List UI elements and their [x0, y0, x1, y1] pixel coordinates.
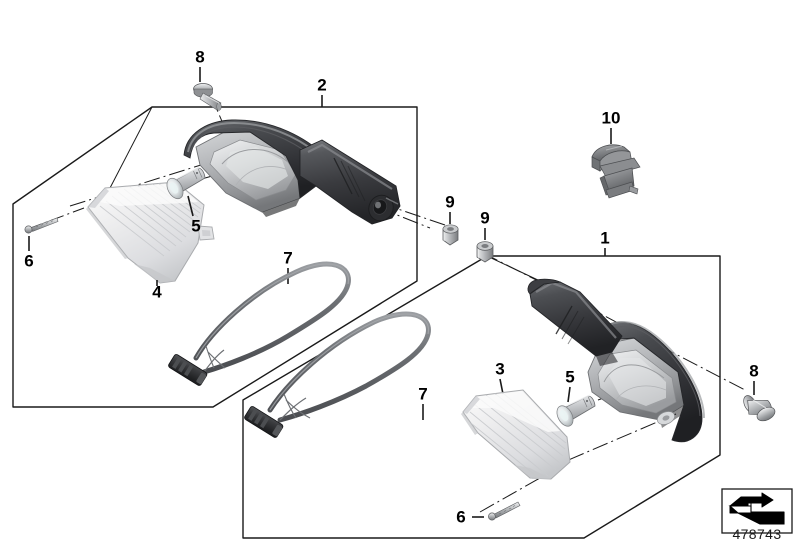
- callout-4: 4: [152, 282, 162, 302]
- part-turn-indicator-2: [183, 119, 401, 225]
- part-wiring-harness-7-right: [244, 311, 431, 438]
- callout-7-right: 7: [418, 384, 428, 404]
- part-bulb-5-left: [166, 166, 206, 217]
- 3d-perspective-arrow-icon: [721, 488, 793, 534]
- part-screw-6-right: [472, 501, 521, 521]
- part-nut-9-right: [476, 228, 494, 263]
- callout-1: 1: [600, 228, 610, 248]
- callout-5-right: 5: [565, 367, 575, 387]
- part-bulb-5-right: [556, 386, 596, 427]
- part-nut-9-left: [442, 212, 459, 246]
- part-screw-8-left: [193, 67, 222, 111]
- callout-8-left: 8: [195, 47, 205, 67]
- callout-9-right: 9: [480, 208, 490, 228]
- part-screw-6-left: [24, 217, 59, 251]
- part-retaining-clip-10: [591, 128, 641, 199]
- part-lens-3: [461, 378, 571, 480]
- leader-corner-right: [486, 255, 541, 282]
- callout-6-left: 6: [24, 251, 34, 271]
- callout-5-left: 5: [191, 216, 201, 236]
- callout-7-left: 7: [283, 248, 293, 268]
- callout-10: 10: [601, 108, 621, 128]
- part-screw-8-right: [743, 381, 776, 422]
- part-wiring-harness-7-left: [168, 261, 351, 386]
- callout-8-right: 8: [749, 361, 759, 381]
- part-lens-4: [86, 181, 215, 286]
- callout-9-left: 9: [445, 192, 455, 212]
- part-turn-indicator-1: [527, 278, 705, 443]
- callout-6-right: 6: [456, 507, 466, 527]
- callout-2: 2: [317, 75, 327, 95]
- callout-3: 3: [495, 359, 505, 379]
- leader-lens-left: [109, 106, 153, 189]
- diagram-part-number: 478743: [732, 526, 782, 542]
